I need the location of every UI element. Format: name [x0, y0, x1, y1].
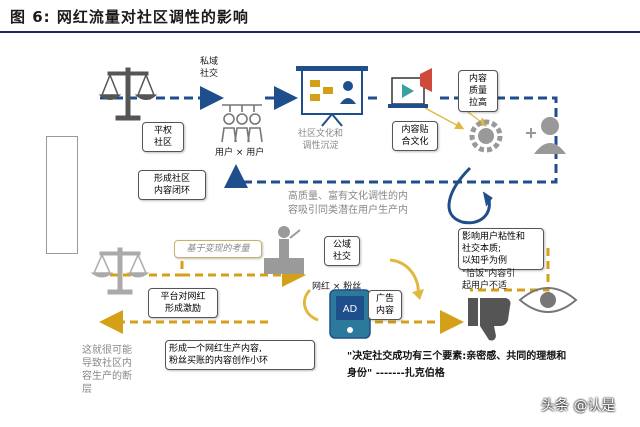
- public-social-box: 公域 社交: [324, 236, 360, 266]
- thumbs-down-icon: [468, 298, 511, 341]
- ads-content-box: 广告 内容: [368, 290, 402, 320]
- private-social-label: 私域 社交: [200, 57, 219, 79]
- high-quality-text: 高质量、富有文化调性的内 容吸引同类潜在用户生产内: [288, 191, 408, 216]
- refresh-arrow-icon: [447, 166, 491, 225]
- scale-icon: [98, 67, 158, 121]
- influencer-loop-bubble: 形成一个网红生产内容, 粉丝买账的内容创作小环: [165, 340, 315, 370]
- scale-icon-grey: [90, 247, 150, 295]
- gear-icon: [469, 119, 503, 153]
- content-fit-box: 内容贴 合文化: [392, 121, 438, 151]
- phone-ad-icon: AD: [329, 289, 371, 339]
- monetization-note: 基于变现的考量: [174, 240, 262, 258]
- svg-text:AD: AD: [343, 304, 358, 315]
- blue-flow-lines: [100, 86, 558, 188]
- influencer-x-fans-label: 网红 × 粉丝: [312, 282, 362, 292]
- platform-incentive-box: 平台对网红 形成激励: [148, 288, 218, 318]
- video-megaphone-icon: [388, 68, 432, 108]
- qiafan-label: "恰饭"内容引 起用户不适: [462, 269, 516, 291]
- content-quality-box: 内容 质量 拉高: [458, 70, 498, 112]
- user-x-user-label: 用户 × 用户: [215, 148, 265, 158]
- community-culture-label: 社区文化和 调性沉淀: [298, 129, 344, 151]
- flat-community-box: 平权 社区: [142, 122, 184, 152]
- figure-title: 图 6: 网红流量对社区调性的影响: [10, 8, 249, 26]
- person-plus-icon: [526, 117, 566, 154]
- left-gap-note: 这就很可能 导致社区内 容生产的断 层: [82, 345, 132, 395]
- affect-stickiness-box: 影响用户粘性和 社交本质; 以知乎为例: [458, 228, 544, 270]
- zuckerberg-quote: "决定社交成功有三个要素:亲密感、共同的理想和身份" -------扎克伯格: [347, 351, 567, 379]
- presentation-board-icon: [296, 66, 368, 127]
- title-rule: [0, 31, 640, 33]
- eye-icon: [518, 287, 578, 313]
- watermark: 头条 @认是: [541, 398, 616, 414]
- influencer-stage-icon: [264, 226, 304, 274]
- closed-loop-box: 形成社区 内容闭环: [138, 170, 206, 200]
- ugc-content-box: [46, 136, 78, 254]
- yellow-arrows: [424, 107, 488, 130]
- people-icon: [221, 104, 263, 143]
- gold-flow-lines: [99, 248, 550, 334]
